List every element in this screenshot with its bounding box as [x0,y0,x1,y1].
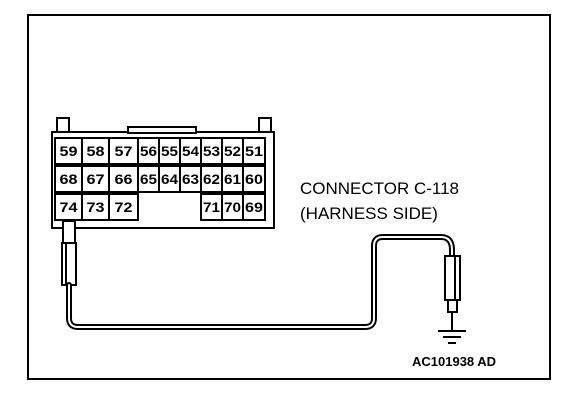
figure-code: AC101938 AD [412,354,496,369]
pin-cell-51 [242,137,266,165]
pin-label-53: 53 [203,143,220,159]
pin-label-63: 63 [182,171,199,187]
pin-label-70: 70 [224,199,241,215]
pin-label-69: 69 [245,199,263,215]
pin-label-58: 58 [87,143,105,159]
pin-label-74: 74 [60,199,78,215]
pin-label-61: 61 [224,171,241,187]
pin-label-60: 60 [245,171,263,187]
pin-label-73: 73 [87,199,105,215]
pin-label-68: 68 [60,171,78,187]
pin-label-66: 66 [115,171,133,187]
pin-label-71: 71 [203,199,220,215]
pin-cell-59 [54,137,83,165]
pin-cell-69 [242,193,266,221]
pin-label-72: 72 [115,199,133,215]
pin-label-52: 52 [224,143,241,159]
pin-label-65: 65 [140,171,157,187]
harness-wire [66,234,455,330]
pin-cell-68 [54,165,83,193]
pin-label-56: 56 [140,143,157,159]
left-probe [61,220,77,286]
ground-probe [444,255,461,330]
pin-label-64: 64 [161,171,178,187]
pin-cell-72 [108,193,139,221]
pin-cell-60 [242,165,266,193]
pin-label-59: 59 [60,143,78,159]
pin-label-67: 67 [87,171,105,187]
connector-title: CONNECTOR C-118 [300,179,459,198]
pin-label-54: 54 [182,143,199,159]
connector-subtitle: (HARNESS SIDE) [300,204,438,223]
pin-label-57: 57 [115,143,133,159]
pin-label-51: 51 [245,143,263,159]
pin-cell-73 [81,193,110,221]
figure-frame [27,14,551,380]
pin-label-62: 62 [203,171,220,187]
ground-icon [438,330,466,344]
pin-label-55: 55 [161,143,178,159]
pin-cell-66 [108,165,139,193]
